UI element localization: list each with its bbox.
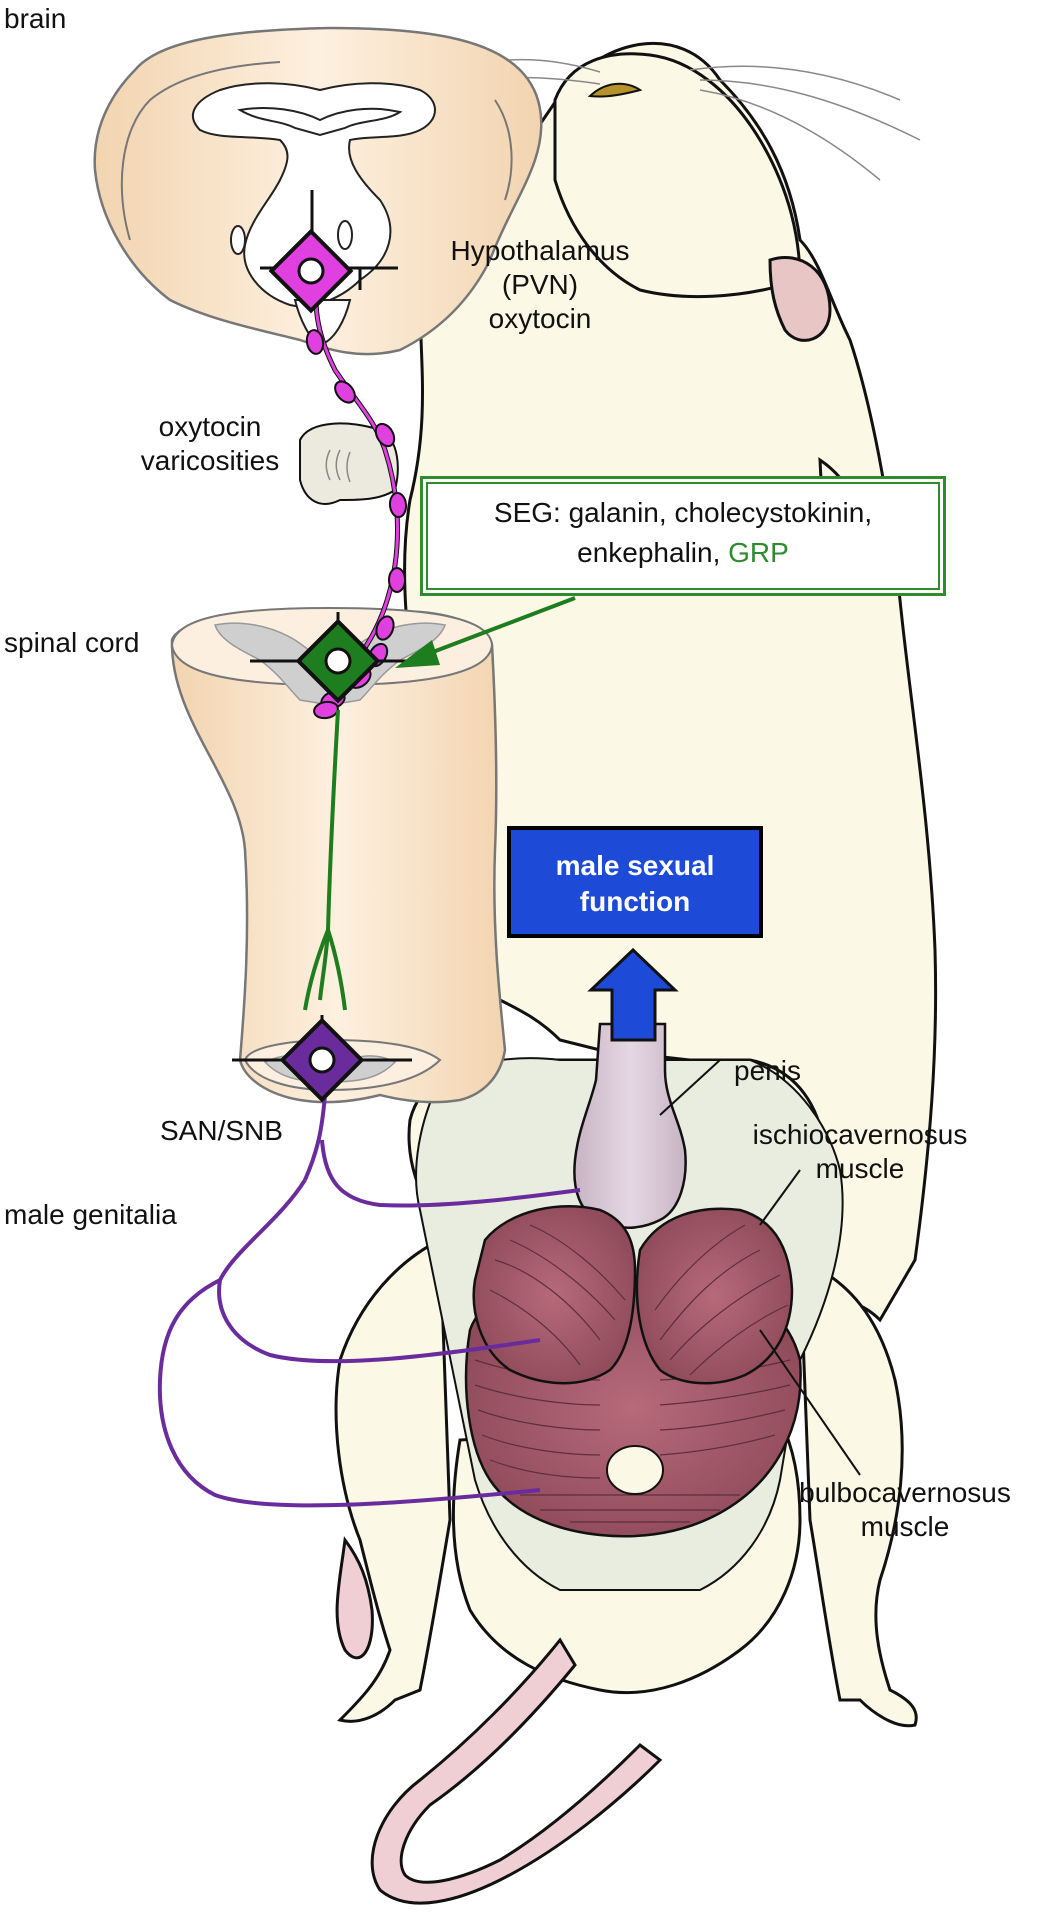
brain-ventricle-inner	[237, 107, 403, 137]
ischiocavernosus-label: ischiocavernosus muscle	[730, 1118, 990, 1186]
varicosity	[375, 615, 395, 641]
san-snb-label: SAN/SNB	[160, 1115, 283, 1146]
motor-neuron	[232, 1015, 412, 1103]
penis-leader	[659, 1059, 721, 1116]
brain-nucleus-left	[230, 225, 246, 255]
motor-axon-bulbo	[157, 1278, 541, 1508]
pvn-neuron	[260, 190, 398, 314]
seg-line-2-prefix: enkephalin,	[577, 537, 729, 568]
rat-tail-end	[335, 1536, 374, 1660]
brain-ventricle	[191, 82, 436, 308]
motor-axon-trunk	[303, 1094, 327, 1181]
bulbocavernosus-striations	[474, 1359, 791, 1523]
ischio-right-muscle	[635, 1207, 794, 1385]
spinal-pathway	[250, 596, 576, 1011]
up-arrow-shape	[587, 947, 679, 1042]
motor-axon-penis	[320, 1139, 581, 1208]
hypothalamus-line-3: oxytocin	[488, 303, 592, 334]
rat-tail	[370, 1637, 663, 1905]
seg-arrow-head	[395, 640, 440, 668]
anus-opening	[606, 1445, 664, 1495]
varicosity	[388, 492, 408, 518]
bulbo-leader	[759, 1329, 861, 1476]
ischio-line-1: ischiocavernosus	[752, 1119, 968, 1150]
penis-label: penis	[734, 1055, 801, 1086]
grp-label: GRP	[728, 537, 789, 568]
ischio-leader	[759, 1169, 801, 1226]
rat-right-hindleg	[798, 1257, 918, 1728]
varicosity	[374, 422, 396, 448]
male-genitalia	[464, 1022, 802, 1538]
up-arrow	[587, 947, 679, 1042]
seg-box: SEG: galanin, cholecystokinin, enkephali…	[420, 476, 946, 596]
varicosity	[313, 700, 339, 720]
motor-axon-ischio	[217, 1178, 541, 1364]
brain-nucleus-right	[337, 220, 353, 250]
rat-head	[553, 52, 802, 299]
male-sexual-function-text: male sexual function	[511, 848, 759, 920]
hypothalamus-label: Hypothalamus (PVN) oxytocin	[430, 234, 650, 336]
seg-text: SEG: galanin, cholecystokinin, enkephali…	[423, 493, 943, 573]
seg-arrow-line	[424, 596, 576, 657]
rat-ear	[768, 255, 832, 342]
varicosity	[334, 380, 356, 404]
leader-lines	[659, 1059, 861, 1476]
brain-inner-arc-2	[494, 99, 513, 201]
ischio-line-2: muscle	[815, 1153, 905, 1184]
brain-label: brain	[4, 3, 67, 34]
varicosity	[388, 567, 406, 593]
spinal-cord-label: spinal cord	[4, 627, 140, 658]
hypothalamus-line-1: Hypothalamus	[450, 235, 630, 266]
brain-section	[93, 26, 543, 356]
green-axon-branch-left	[303, 929, 330, 1011]
motor-pathway	[157, 1015, 581, 1508]
hypothalamus-line-2: (PVN)	[501, 269, 579, 300]
green-axon-branch-right	[326, 929, 347, 1011]
male-sexual-function-box: male sexual function	[507, 826, 763, 938]
seg-line-1: SEG: galanin, cholecystokinin,	[493, 497, 873, 528]
bulbocavernosus-label: bulbocavernosus muscle	[770, 1476, 1040, 1544]
bulbo-line-1: bulbocavernosus	[799, 1477, 1011, 1508]
varicosities-label: oxytocin varicosities	[110, 410, 310, 478]
rat-eye	[587, 82, 643, 98]
varicosity	[305, 329, 325, 355]
male-sexual-function-line-2: function	[579, 886, 691, 917]
seg-line-2: enkephalin, GRP	[423, 533, 943, 573]
bulbo-line-2: muscle	[860, 1511, 950, 1542]
varicosities-line-2: varicosities	[140, 445, 280, 476]
forearm-toes	[325, 449, 351, 483]
green-axon	[318, 709, 340, 1001]
ischio-striations	[489, 1224, 789, 1376]
penis-shape	[573, 1022, 687, 1229]
male-genitalia-label: male genitalia	[4, 1199, 177, 1230]
seg-neuron	[250, 612, 430, 704]
male-sexual-function-line-1: male sexual	[555, 850, 715, 881]
ischio-left-muscle	[472, 1205, 637, 1385]
brain-inner-arc	[120, 61, 281, 241]
varicosities-line-1: oxytocin	[158, 411, 262, 442]
